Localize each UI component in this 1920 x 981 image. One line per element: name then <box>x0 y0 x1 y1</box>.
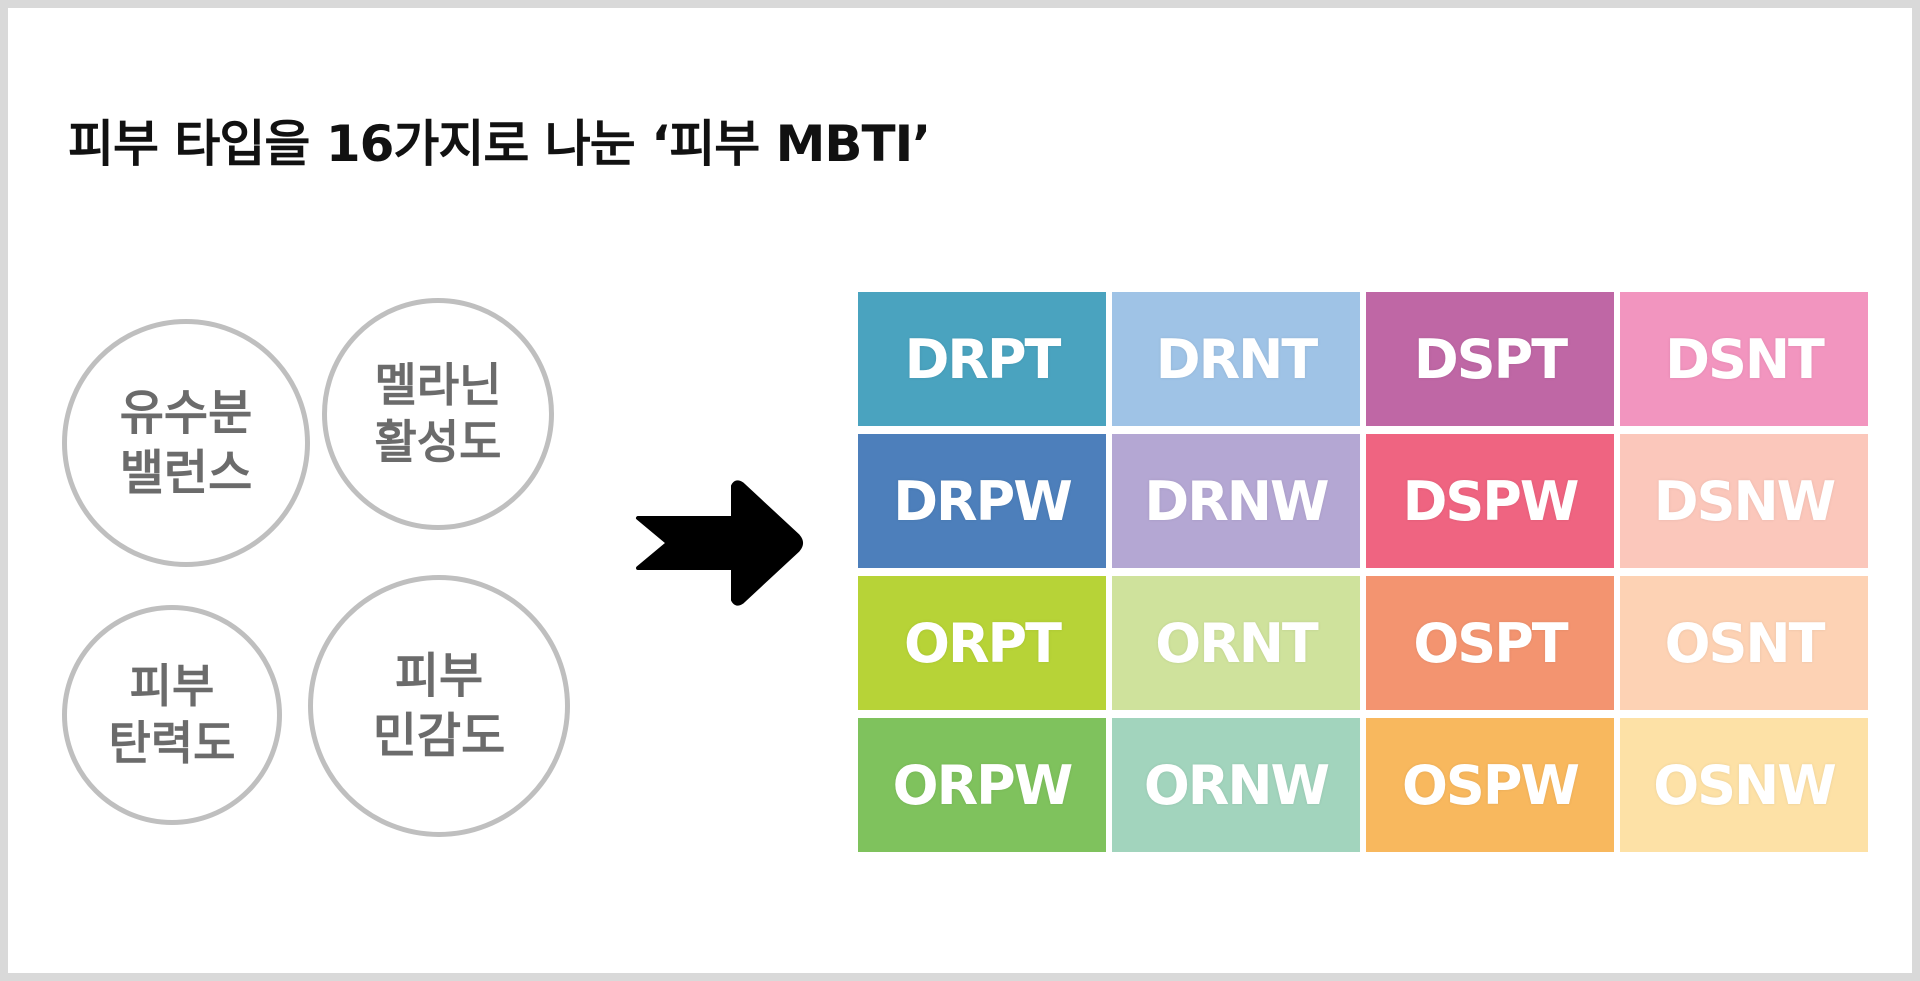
page-title: 피부 타입을 16가지로 나눈 ‘피부 MBTI’ <box>68 115 931 173</box>
skin-type-cell-orpt: ORPT <box>858 576 1106 710</box>
skin-type-cell-drpt: DRPT <box>858 292 1106 426</box>
skin-type-cell-drpw: DRPW <box>858 434 1106 568</box>
right-arrow-icon <box>636 480 803 606</box>
skin-type-cell-ornw: ORNW <box>1112 718 1360 852</box>
factor-circle-melanin-activity: 멜라닌 활성도 <box>322 298 554 530</box>
factor-circle-skin-elasticity: 피부 탄력도 <box>62 605 282 825</box>
skin-type-cell-osnt: OSNT <box>1620 576 1868 710</box>
factor-label-line1: 유수분 <box>119 385 253 441</box>
factor-label-line1: 피부 <box>129 658 215 713</box>
skin-type-cell-dsnt: DSNT <box>1620 292 1868 426</box>
factor-label-line1: 피부 <box>394 648 484 704</box>
content-frame: 피부 타입을 16가지로 나눈 ‘피부 MBTI’ 유수분 밸런스 멜라닌 활성… <box>8 8 1912 973</box>
skin-type-cell-ospw: OSPW <box>1366 718 1614 852</box>
factor-circle-oil-water-balance: 유수분 밸런스 <box>62 319 310 567</box>
skin-type-cell-osnw: OSNW <box>1620 718 1868 852</box>
skin-type-cell-orpw: ORPW <box>858 718 1106 852</box>
skin-type-cell-ospt: OSPT <box>1366 576 1614 710</box>
skin-type-cell-dspt: DSPT <box>1366 292 1614 426</box>
factor-label-line1: 멜라닌 <box>374 357 502 412</box>
skin-type-cell-drnw: DRNW <box>1112 434 1360 568</box>
factor-label-line2: 활성도 <box>374 415 502 469</box>
skin-type-cell-dsnw: DSNW <box>1620 434 1868 568</box>
factor-circle-skin-sensitivity: 피부 민감도 <box>308 575 570 837</box>
skin-type-cell-drnt: DRNT <box>1112 292 1360 426</box>
skin-type-cell-ornt: ORNT <box>1112 576 1360 710</box>
factor-label-line2: 민감도 <box>372 708 506 764</box>
factor-label-line2: 탄력도 <box>108 716 236 770</box>
skin-type-cell-dspw: DSPW <box>1366 434 1614 568</box>
factor-label-line2: 밸런스 <box>119 445 253 501</box>
